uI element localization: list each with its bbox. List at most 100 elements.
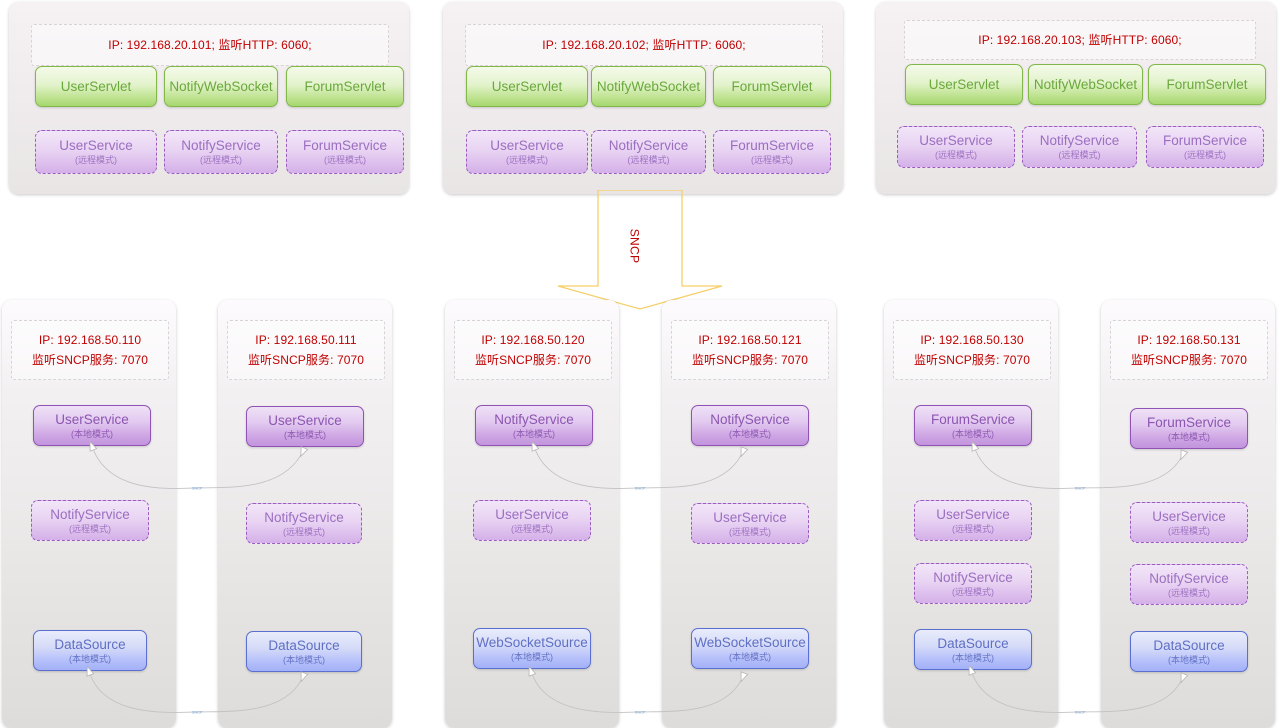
bottom-node-1-item-2[interactable]: NotifyService (远程模式) <box>31 500 149 541</box>
top-node-2-servlet-1[interactable]: UserServlet <box>466 66 588 107</box>
node-mode: (本地模式) <box>511 651 553 662</box>
top-node-3-servlet-3[interactable]: ForumServlet <box>1148 64 1266 105</box>
node-label: UserService <box>1152 508 1226 524</box>
node-label: UserService <box>55 411 129 427</box>
ip-line-2: 监听SNCP服务: 7070 <box>691 353 809 367</box>
node-mode: (远程模式) <box>283 526 325 537</box>
ip-line-2: 监听SNCP服务: 7070 <box>474 353 592 367</box>
bottom-node-panel-2[interactable]: IP: 192.168.50.111 监听SNCP服务: 7070 UserSe… <box>218 300 392 728</box>
link-tag-4: SNCP <box>634 709 646 715</box>
bottom-node-3-item-1[interactable]: NotifyService (本地模式) <box>475 405 593 446</box>
bottom-node-1-item-3[interactable]: DataSource (本地模式) <box>33 630 147 671</box>
bottom-node-panel-4[interactable]: IP: 192.168.50.121 监听SNCP服务: 7070 Notify… <box>662 300 836 728</box>
ip-line-2: 监听SNCP服务: 7070 <box>913 353 1031 367</box>
bottom-node-3-item-3[interactable]: WebSocketSource (本地模式) <box>473 628 591 669</box>
node-label: DataSource <box>54 636 126 652</box>
node-label: NotifyService <box>264 509 344 525</box>
bottom-node-5-item-3[interactable]: NotifyService (远程模式) <box>914 563 1032 604</box>
node-mode: (本地模式) <box>952 652 994 663</box>
bottom-node-panel-1[interactable]: IP: 192.168.50.110 监听SNCP服务: 7070 UserSe… <box>2 300 176 728</box>
top-node-2-service-1[interactable]: UserService (远程模式) <box>466 130 588 174</box>
node-label: UserServlet <box>60 78 132 94</box>
node-label: NotifyService <box>181 138 261 153</box>
node-mode: (远程模式) <box>1168 525 1210 536</box>
node-label: WebSocketSource <box>476 634 588 650</box>
node-label: NotifyService <box>1039 133 1120 148</box>
ip-header-text: IP: 192.168.20.101; 监听HTTP: 6060; <box>108 38 312 52</box>
bottom-node-3-item-2[interactable]: UserService (远程模式) <box>473 500 591 541</box>
bottom-node-6-item-3[interactable]: NotifyService (远程模式) <box>1130 564 1248 605</box>
bottom-node-panel-6[interactable]: IP: 192.168.50.131 监听SNCP服务: 7070 ForumS… <box>1101 300 1275 728</box>
top-node-panel-2[interactable]: IP: 192.168.20.102; 监听HTTP: 6060; UserSe… <box>443 2 843 194</box>
node-mode: (远程模式) <box>627 155 670 165</box>
bottom-node-1-item-1[interactable]: UserService (本地模式) <box>33 405 151 446</box>
node-mode: (远程模式) <box>75 155 117 165</box>
top-node-1-service-2[interactable]: NotifyService (远程模式) <box>164 130 278 174</box>
top-node-panel-1[interactable]: IP: 192.168.20.101; 监听HTTP: 6060; UserSe… <box>9 2 409 194</box>
top-node-1-service-3[interactable]: ForumService (远程模式) <box>286 130 404 174</box>
bottom-node-4-item-1[interactable]: NotifyService (本地模式) <box>691 405 809 446</box>
node-mode: (远程模式) <box>1168 587 1210 598</box>
node-label: NotifyService <box>494 411 574 427</box>
ip-line-1: IP: 192.168.50.130 <box>920 333 1024 347</box>
link-tag-1: SNCP <box>191 485 203 491</box>
top-node-1-servlet-2[interactable]: NotifyWebSocket <box>164 66 278 107</box>
node-mode: (远程模式) <box>69 523 111 534</box>
bottom-node-6-ip-header: IP: 192.168.50.131 监听SNCP服务: 7070 <box>1110 320 1268 380</box>
bottom-node-6-item-1[interactable]: ForumService (本地模式) <box>1130 408 1248 449</box>
node-label: NotifyService <box>608 138 689 153</box>
bottom-node-panel-5[interactable]: IP: 192.168.50.130 监听SNCP服务: 7070 ForumS… <box>884 300 1058 728</box>
node-label: UserServlet <box>491 78 563 94</box>
bottom-node-6-item-4[interactable]: DataSource (本地模式) <box>1130 631 1248 672</box>
ip-line-1: IP: 192.168.50.111 <box>255 333 357 347</box>
node-mode: (本地模式) <box>513 428 555 439</box>
link-tag-6: SNCP <box>1074 709 1086 715</box>
top-node-3-service-3[interactable]: ForumService (远程模式) <box>1146 126 1264 168</box>
top-node-3-servlet-1[interactable]: UserServlet <box>905 64 1023 105</box>
top-node-3-service-2[interactable]: NotifyService (远程模式) <box>1022 126 1137 168</box>
node-label: UserService <box>936 506 1010 522</box>
bottom-node-4-item-2[interactable]: UserService (远程模式) <box>691 503 809 544</box>
node-label: NotifyService <box>933 569 1013 585</box>
top-node-3-service-1[interactable]: UserService (远程模式) <box>897 126 1015 168</box>
bottom-node-4-item-3[interactable]: WebSocketSource (本地模式) <box>691 628 809 669</box>
ip-line-1: IP: 192.168.50.120 <box>481 333 585 347</box>
node-label: UserService <box>268 412 342 428</box>
node-label: ForumService <box>1162 133 1248 148</box>
bottom-node-5-item-2[interactable]: UserService (远程模式) <box>914 500 1032 541</box>
node-label: ForumService <box>302 138 388 153</box>
top-node-panel-3[interactable]: IP: 192.168.20.103; 监听HTTP: 6060; UserSe… <box>876 2 1276 194</box>
bottom-node-2-item-3[interactable]: DataSource (本地模式) <box>246 631 362 672</box>
node-label: NotifyWebSocket <box>596 78 701 94</box>
link-tag-5: SNCP <box>1074 485 1086 491</box>
top-node-3-ip-header: IP: 192.168.20.103; 监听HTTP: 6060; <box>904 20 1256 60</box>
top-node-1-servlet-3[interactable]: ForumServlet <box>286 66 404 107</box>
bottom-node-5-item-4[interactable]: DataSource (本地模式) <box>914 629 1032 670</box>
ip-header-text: IP: 192.168.20.103; 监听HTTP: 6060; <box>978 33 1182 47</box>
bottom-node-5-item-1[interactable]: ForumService (本地模式) <box>914 405 1032 446</box>
node-label: UserService <box>59 138 133 153</box>
ip-line-1: IP: 192.168.50.131 <box>1137 333 1241 347</box>
top-node-2-service-2[interactable]: NotifyService (远程模式) <box>591 130 706 174</box>
top-node-1-service-1[interactable]: UserService (远程模式) <box>35 130 157 174</box>
bottom-node-panel-3[interactable]: IP: 192.168.50.120 监听SNCP服务: 7070 Notify… <box>445 300 619 728</box>
top-node-3-servlet-2[interactable]: NotifyWebSocket <box>1028 64 1143 105</box>
bottom-node-1-ip-header: IP: 192.168.50.110 监听SNCP服务: 7070 <box>11 320 169 380</box>
bottom-node-2-item-2[interactable]: NotifyService (远程模式) <box>246 503 362 544</box>
sncp-protocol-label: SNCP <box>626 228 641 264</box>
node-mode: (本地模式) <box>729 428 771 439</box>
bottom-node-6-item-2[interactable]: UserService (远程模式) <box>1130 502 1248 543</box>
node-mode: (本地模式) <box>1168 431 1210 442</box>
top-node-1-servlet-1[interactable]: UserServlet <box>35 66 157 107</box>
node-label: ForumService <box>930 411 1016 427</box>
node-mode: (本地模式) <box>729 651 771 662</box>
ip-line-2: 监听SNCP服务: 7070 <box>247 353 365 367</box>
top-node-2-service-3[interactable]: ForumService (远程模式) <box>713 130 831 174</box>
top-node-2-servlet-2[interactable]: NotifyWebSocket <box>591 66 706 107</box>
node-label: DataSource <box>937 635 1009 651</box>
bottom-node-2-item-1[interactable]: UserService (本地模式) <box>246 406 364 447</box>
node-label: ForumServlet <box>731 78 813 94</box>
node-mode: (远程模式) <box>1058 150 1101 160</box>
top-node-2-servlet-3[interactable]: ForumServlet <box>713 66 831 107</box>
